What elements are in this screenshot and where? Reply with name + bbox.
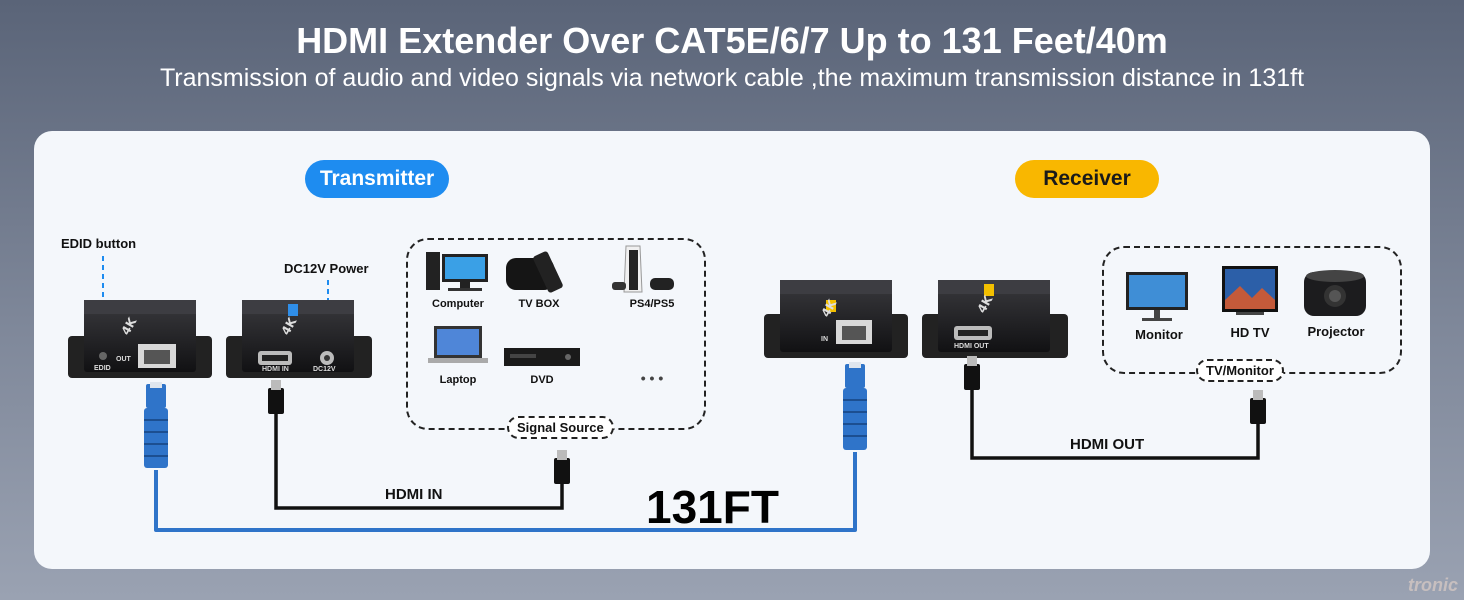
page-title: HDMI Extender Over CAT5E/6/7 Up to 131 F…	[296, 20, 1168, 61]
device-label-hd-tv: HD TV	[1230, 325, 1270, 340]
hdmi-in-cable-label: HDMI IN	[385, 486, 443, 503]
device-label-tv-box: TV BOX	[518, 298, 560, 310]
rj45-plug-transmitter	[144, 382, 168, 468]
page-subtitle: Transmission of audio and video signals …	[159, 64, 1305, 92]
distance-label: 131FT	[646, 481, 779, 533]
port-label-edid: EDID	[94, 365, 111, 372]
transmitter-unit-2: 4K	[226, 300, 372, 378]
receiver-unit-1: 4K	[764, 280, 908, 358]
device-label-projector: Projector	[1307, 324, 1365, 339]
dc12v-power-label: DC12V Power	[284, 261, 369, 276]
signal-source-group	[406, 238, 706, 430]
device-label-laptop: Laptop	[439, 374, 477, 386]
port-label-hdmi-out: HDMI OUT	[954, 343, 989, 350]
computer-icon	[426, 252, 488, 291]
monitor-icon	[1126, 272, 1188, 321]
device-label-ps: PS4/PS5	[629, 298, 675, 310]
ps5-icon	[612, 245, 674, 293]
hdmi-out-cable-label: HDMI OUT	[1070, 436, 1145, 453]
receiver-unit-2: 4K	[922, 280, 1068, 358]
device-label-more: • • •	[640, 370, 664, 386]
laptop-icon	[428, 326, 488, 363]
port-label-hdmi-in: HDMI IN	[262, 366, 289, 373]
network-cable	[154, 452, 857, 532]
hd-tv-icon	[1222, 266, 1278, 315]
rj45-plug-receiver	[843, 362, 867, 450]
dvd-icon	[504, 348, 580, 366]
hdmi-in-cable	[274, 412, 564, 510]
brand-watermark: tronic	[1407, 575, 1458, 595]
device-label-dvd: DVD	[530, 374, 554, 386]
hdmi-out-cable	[970, 390, 1260, 460]
display-group	[1102, 246, 1402, 374]
signal-source-tag: Signal Source	[507, 416, 614, 439]
port-label-in: IN	[821, 336, 828, 343]
port-label-dc12v: DC12V	[313, 366, 336, 373]
transmitter-unit-1: 4K	[68, 300, 212, 378]
projector-icon	[1304, 270, 1366, 316]
transmitter-badge: Transmitter	[305, 160, 449, 198]
device-label-monitor: Monitor	[1135, 327, 1183, 342]
receiver-badge: Receiver	[1015, 160, 1159, 198]
port-label-out: OUT	[116, 356, 131, 363]
tv-box-icon	[506, 251, 563, 293]
tv-monitor-tag: TV/Monitor	[1196, 359, 1284, 382]
edid-button-label: EDID button	[61, 236, 137, 251]
device-label-computer: Computer	[432, 298, 484, 310]
